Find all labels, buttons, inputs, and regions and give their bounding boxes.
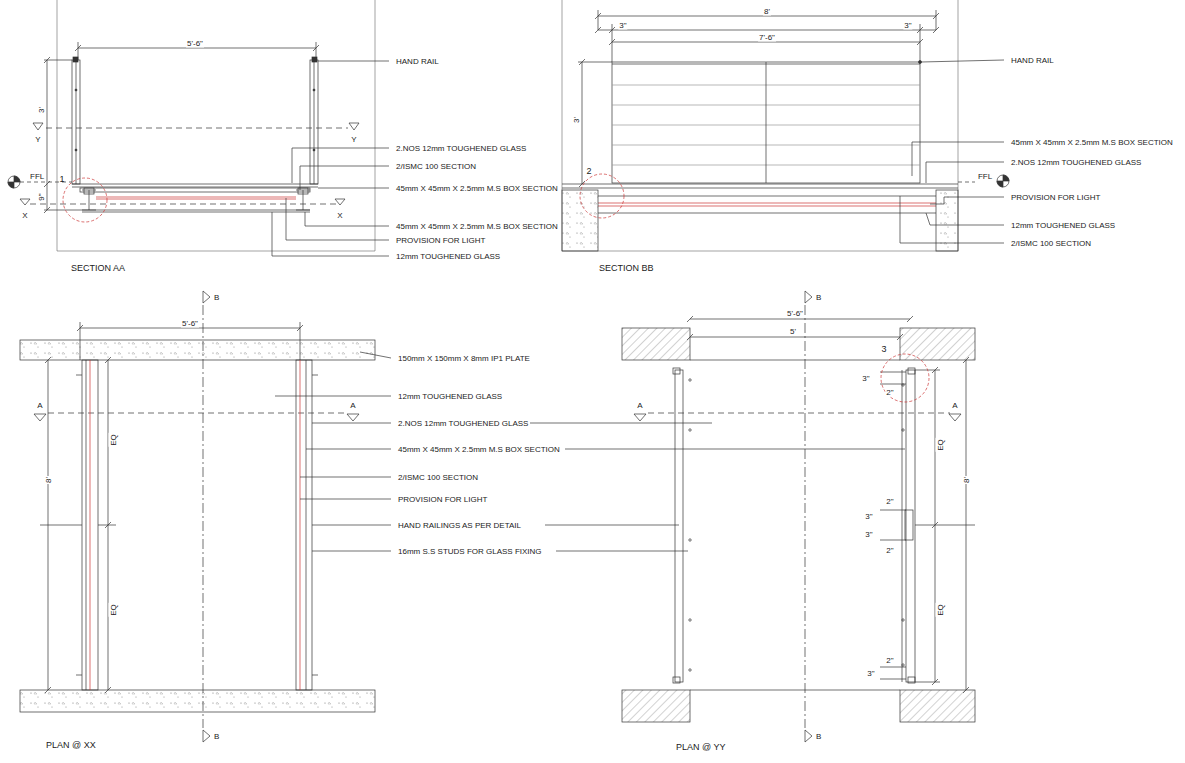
- section-mark: X: [21, 211, 28, 220]
- dimension: 3': [572, 116, 581, 124]
- dimension: 5'-6": [181, 319, 199, 328]
- section-bb: [562, 0, 1009, 251]
- callout-label: 2/ISMC 100 SECTION: [1010, 239, 1092, 248]
- callout-label: 12mm TOUGHENED GLASS: [395, 252, 501, 261]
- section-mark: B: [213, 732, 220, 741]
- view-title: PLAN @ XX: [45, 741, 97, 750]
- callout-label: 45mm X 45mm X 2.5mm M.S BOX SECTION: [395, 184, 559, 193]
- callout-label: 12mm TOUGHENED GLASS: [397, 392, 503, 401]
- section-mark: A: [349, 401, 356, 410]
- callout-label: 2.NOS 12mm TOUGHENED GLASS: [397, 419, 529, 428]
- callout-label: 45mm X 45mm X 2.5mm M.S BOX SECTION: [395, 222, 559, 231]
- dimension: 5'-6": [186, 39, 204, 48]
- callout-number: 2: [585, 167, 592, 176]
- section-aa: [8, 0, 389, 256]
- section-mark: B: [213, 293, 220, 302]
- plan-yy: [622, 291, 975, 742]
- callout-label: HAND RAIL: [1010, 56, 1055, 65]
- dimension: 3": [866, 669, 875, 678]
- section-mark: Y: [350, 135, 357, 144]
- dimension: 2": [885, 546, 894, 555]
- dimension: 8': [763, 7, 771, 16]
- dimension: 3": [861, 374, 870, 383]
- dimension: EQ: [109, 603, 118, 617]
- view-title: SECTION AA: [70, 264, 126, 273]
- callout-label: 2/ISMC 100 SECTION: [395, 162, 477, 171]
- section-mark: X: [336, 211, 343, 220]
- callout-label: PROVISION FOR LIGHT: [395, 236, 486, 245]
- callout-label: HAND RAILINGS AS PER DETAIL: [397, 521, 522, 530]
- dimension: 5': [789, 327, 797, 336]
- dimension: EQ: [936, 603, 945, 617]
- callout-label: 150mm X 150mm X 8mm IP1 PLATE: [397, 354, 531, 363]
- dimension: 2": [885, 497, 894, 506]
- view-title: SECTION BB: [598, 264, 655, 273]
- dimension: 5'-6": [786, 309, 804, 318]
- view-title: PLAN @ YY: [675, 743, 727, 752]
- dimension: 3": [864, 530, 873, 539]
- callout-label: 16mm S.S STUDS FOR GLASS FIXING: [397, 547, 543, 556]
- callout-label: 45mm X 45mm X 2.5mm M.S BOX SECTION: [1010, 138, 1174, 147]
- dimension: 3": [864, 512, 873, 521]
- section-mark: Y: [34, 135, 41, 144]
- section-mark: A: [36, 401, 43, 410]
- callout-label: PROVISION FOR LIGHT: [1010, 193, 1101, 202]
- level-mark: FFL: [29, 172, 45, 181]
- callout-label: HAND RAIL: [395, 57, 440, 66]
- dimension: 3": [903, 21, 912, 30]
- section-mark: A: [636, 401, 643, 410]
- dimension: 3': [37, 106, 46, 114]
- dimension: 9": [37, 192, 46, 201]
- callout-label: 2.NOS 12mm TOUGHENED GLASS: [395, 144, 527, 153]
- dimension: 8': [962, 476, 971, 484]
- callout-number: 3: [880, 345, 887, 354]
- section-mark: B: [815, 732, 822, 741]
- level-mark: FFL: [977, 172, 993, 181]
- dimension: 2": [885, 388, 894, 397]
- dimension: EQ: [936, 438, 945, 452]
- callout-label: 2/ISMC 100 SECTION: [397, 473, 479, 482]
- dimension: 7'-6": [758, 33, 776, 42]
- callout-label: PROVISION FOR LIGHT: [397, 495, 488, 504]
- dimension: 3": [618, 21, 627, 30]
- callout-number: 1: [58, 175, 65, 184]
- plan-xx: [20, 291, 905, 742]
- section-mark: B: [815, 293, 822, 302]
- dimension: 8': [44, 476, 53, 484]
- section-mark: A: [951, 401, 958, 410]
- dimension: EQ: [109, 433, 118, 447]
- dimension: 2": [885, 656, 894, 665]
- callout-label: 12mm TOUGHENED GLASS: [1010, 221, 1116, 230]
- callout-label: 45mm X 45mm X 2.5mm M.S BOX SECTION: [397, 445, 561, 454]
- callout-label: 2.NOS 12mm TOUGHENED GLASS: [1010, 158, 1142, 167]
